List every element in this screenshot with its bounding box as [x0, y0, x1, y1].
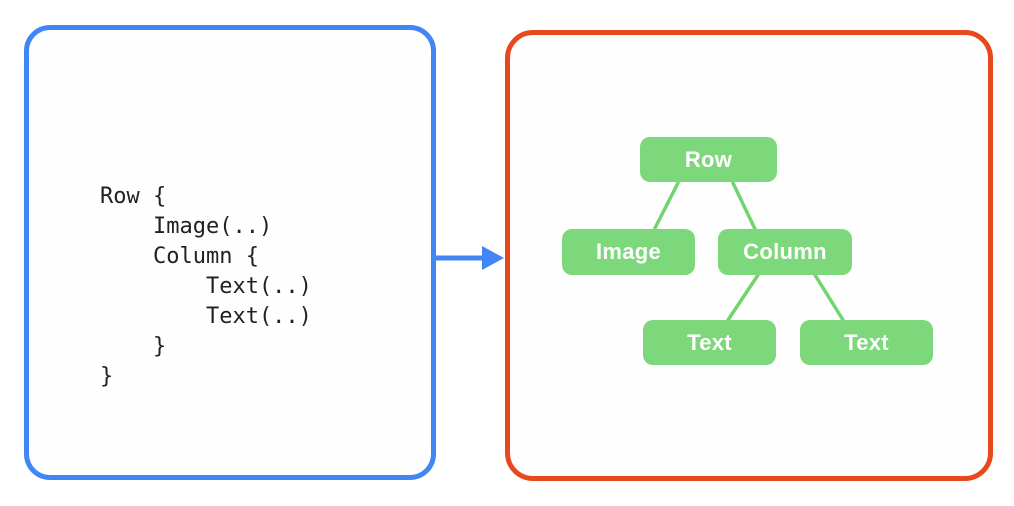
- tree-node-image: Image: [562, 229, 695, 275]
- tree-edges: [653, 181, 845, 322]
- tree-node-text-1: Text: [643, 320, 776, 365]
- tree-node-column: Column: [718, 229, 852, 275]
- code-panel: Row { Image(..) Column { Text(..) Text(.…: [24, 25, 436, 480]
- transform-arrow-icon: [434, 246, 504, 270]
- tree-node-text-2: Text: [800, 320, 933, 365]
- tree-node-row: Row: [640, 137, 777, 182]
- tree-panel: Row Image Column Text Text: [505, 30, 993, 481]
- compose-code-snippet: Row { Image(..) Column { Text(..) Text(.…: [100, 184, 312, 389]
